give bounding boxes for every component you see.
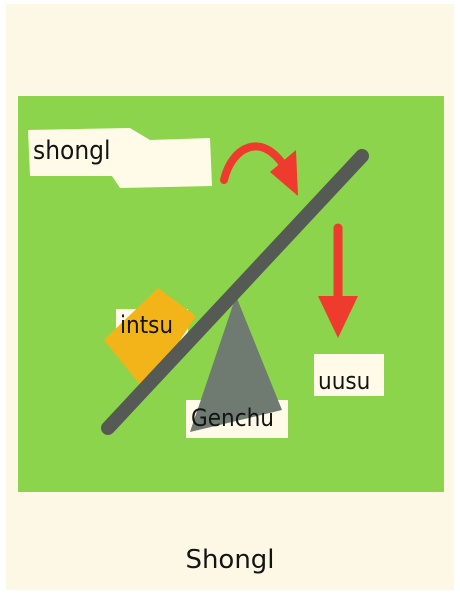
load-block <box>104 288 196 392</box>
diagram-caption: Shongl <box>185 545 275 575</box>
lever-bar <box>101 149 369 435</box>
curved-arrow-icon <box>220 142 298 196</box>
down-arrow-icon <box>318 223 358 338</box>
effort-label-bg <box>28 128 212 188</box>
fulcrum-label: Genchu <box>191 404 274 432</box>
load-label: intsu <box>120 311 174 339</box>
motion-label-bg <box>314 354 384 396</box>
fulcrum-triangle <box>190 296 282 432</box>
effort-label: shongl <box>33 136 111 166</box>
motion-label: uusu <box>318 367 371 395</box>
